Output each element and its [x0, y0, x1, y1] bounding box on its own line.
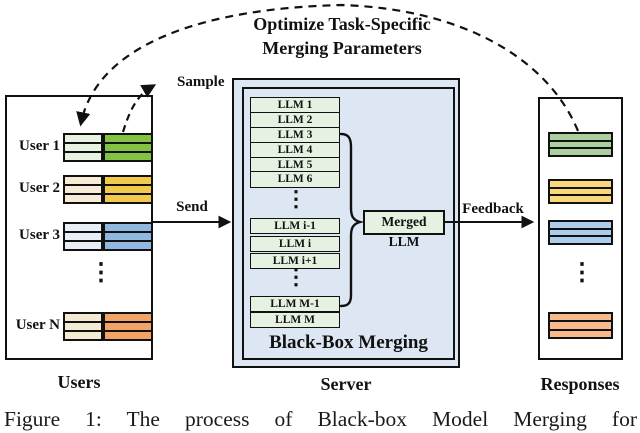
black-box-merging-label: Black-Box Merging — [269, 332, 428, 353]
sample-arrow — [121, 84, 157, 133]
user-small-block — [63, 312, 103, 341]
user-label: User 2 — [19, 180, 60, 196]
llm-box: LLM i — [250, 236, 340, 252]
server-ellipsis: ⋮ — [285, 264, 307, 289]
user-label: User 1 — [19, 138, 60, 154]
users-panel-label: Users — [57, 372, 101, 392]
users-ellipsis: ⋮ — [89, 260, 113, 286]
user-small-block — [63, 133, 103, 162]
response-block — [548, 179, 613, 204]
feedback-label: Feedback — [462, 201, 524, 217]
response-block — [548, 132, 613, 157]
user-main-block — [103, 222, 153, 251]
server-panel-label: Server — [320, 374, 372, 394]
sample-label: Sample — [177, 74, 225, 90]
response-block — [548, 312, 613, 339]
responses-ellipsis: ⋮ — [570, 260, 594, 286]
user-main-block — [103, 175, 153, 204]
user-small-block — [63, 175, 103, 204]
responses-panel-label: Responses — [540, 374, 620, 394]
figure-caption: Figure 1: The process of Black-box Model… — [4, 407, 637, 431]
user-label: User 3 — [19, 227, 60, 243]
heading-line-2: Merging Parameters — [262, 38, 422, 58]
merged-llm-box: Merged LLM — [363, 210, 445, 249]
llm-box: LLM M-1 — [250, 295, 340, 312]
heading-line-1: Optimize Task-Specific — [253, 14, 431, 34]
llm-box: LLM i-1 — [250, 218, 340, 234]
user-small-block — [63, 222, 103, 251]
user-main-block — [103, 312, 153, 341]
server-ellipsis: ⋮ — [285, 186, 307, 211]
llm-box: LLM i+1 — [250, 253, 340, 269]
user-label: User N — [15, 317, 60, 333]
llm-box: LLM 6 — [250, 171, 340, 188]
response-block — [548, 220, 613, 245]
optimization-loop-arrow — [76, 3, 580, 132]
send-label: Send — [176, 199, 208, 215]
llm-group-brace — [339, 132, 365, 308]
llm-box: LLM M — [250, 312, 340, 328]
user-main-block — [103, 133, 153, 162]
